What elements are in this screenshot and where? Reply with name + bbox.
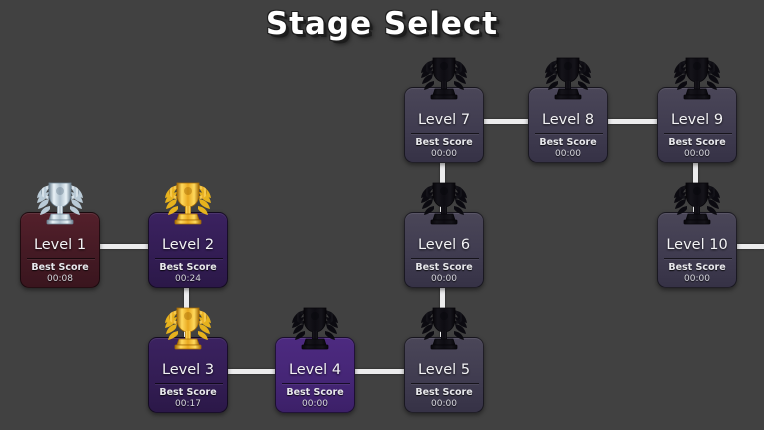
connector-line (440, 163, 445, 212)
level-name: Level 3 (161, 362, 215, 378)
level-name: Level 5 (417, 362, 471, 378)
level-name: Level 10 (666, 237, 728, 253)
best-score-value: 00:00 (302, 399, 328, 409)
best-score-value: 00:00 (684, 274, 710, 284)
level-name: Level 8 (541, 112, 595, 128)
best-score-label: Best Score (415, 387, 473, 398)
connector-line (608, 119, 657, 124)
card-divider (155, 383, 223, 384)
best-score-value: 00:17 (175, 399, 201, 409)
card-divider (535, 133, 603, 134)
connector-line (484, 119, 528, 124)
connector-line (184, 288, 189, 337)
card-divider (664, 133, 732, 134)
best-score-label: Best Score (539, 137, 597, 148)
best-score-label: Best Score (159, 387, 217, 398)
best-score-label: Best Score (159, 262, 217, 273)
card-divider (411, 258, 479, 259)
best-score-label: Best Score (668, 262, 726, 273)
best-score-value: 00:00 (431, 399, 457, 409)
level-name: Level 7 (417, 112, 471, 128)
best-score-value: 00:08 (47, 274, 73, 284)
page-title: Stage Select (265, 6, 499, 42)
card-divider (155, 258, 223, 259)
level-name: Level 1 (33, 237, 87, 253)
best-score-value: 00:00 (431, 274, 457, 284)
best-score-value: 00:00 (431, 149, 457, 159)
card-divider (282, 383, 350, 384)
best-score-label: Best Score (31, 262, 89, 273)
level-name: Level 9 (670, 112, 724, 128)
connector-line (737, 244, 764, 249)
best-score-label: Best Score (415, 262, 473, 273)
card-divider (411, 383, 479, 384)
best-score-label: Best Score (668, 137, 726, 148)
card-divider (27, 258, 95, 259)
best-score-value: 00:00 (684, 149, 710, 159)
level-name: Level 2 (161, 237, 215, 253)
best-score-label: Best Score (286, 387, 344, 398)
card-divider (411, 133, 479, 134)
best-score-value: 00:24 (175, 274, 201, 284)
card-divider (664, 258, 732, 259)
connector-line (693, 163, 698, 212)
best-score-label: Best Score (415, 137, 473, 148)
level-name: Level 4 (288, 362, 342, 378)
best-score-value: 00:00 (555, 149, 581, 159)
connector-line (355, 369, 404, 374)
connector-line (440, 288, 445, 337)
level-name: Level 6 (417, 237, 471, 253)
connector-line (228, 369, 275, 374)
connector-line (100, 244, 148, 249)
